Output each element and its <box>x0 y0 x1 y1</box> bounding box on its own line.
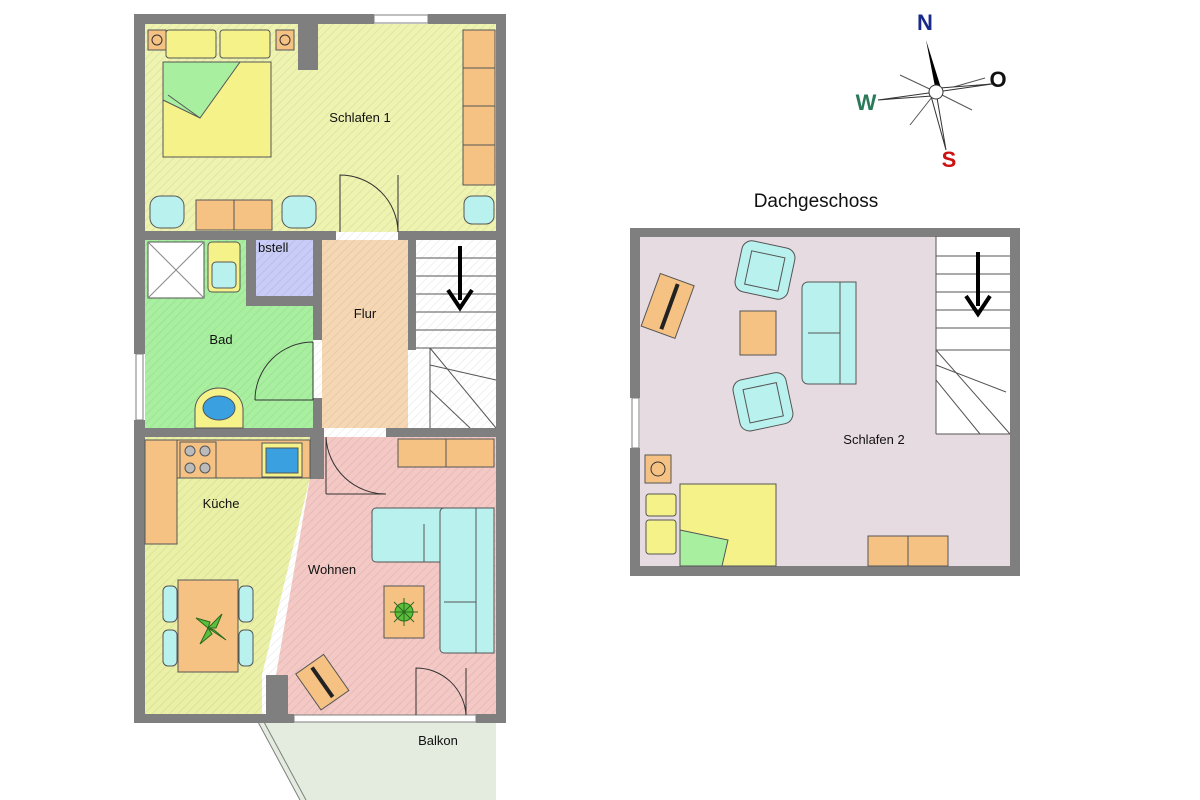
compass-rose-icon: N O S W <box>856 10 1007 172</box>
ground-floor-plan: Schlafen 1 bstell Flur Bad Küche Wohnen … <box>134 14 506 800</box>
windows <box>135 14 477 723</box>
nightstand-right-icon <box>275 29 295 51</box>
attic-plan: Dachgeschoss <box>630 191 1020 576</box>
nightstand-attic-icon <box>644 454 672 484</box>
sofa-attic <box>801 281 857 385</box>
armchair-attic-top-icon <box>734 240 796 300</box>
label-kueche: Küche <box>203 496 240 511</box>
compass-east-label: O <box>989 67 1006 92</box>
stool-bedroom-icon <box>463 195 495 225</box>
coffee-table-attic <box>739 310 777 356</box>
attic-title: Dachgeschoss <box>754 191 879 212</box>
shower-icon <box>147 241 205 299</box>
kitchen-counter-side <box>144 439 178 545</box>
armchair-left-icon <box>149 195 185 229</box>
tv-attic-icon <box>640 272 695 340</box>
toilet-icon <box>207 241 241 293</box>
plant-kitchen-icon <box>195 613 227 645</box>
washbasin-icon <box>194 387 244 429</box>
kitchen-sink-icon <box>261 442 303 478</box>
attic-stairs <box>935 236 1011 435</box>
armchair-right-icon <box>281 195 317 229</box>
label-balkon: Balkon <box>418 733 458 748</box>
bed-attic <box>645 483 777 567</box>
stove-icon <box>179 441 217 479</box>
plant-living-icon <box>390 598 418 626</box>
compass-north-label: N <box>917 10 933 35</box>
label-schlafen-1: Schlafen 1 <box>329 110 390 125</box>
balcony-floor <box>258 722 496 800</box>
label-wohnen: Wohnen <box>308 562 356 577</box>
stairs-down-arrow-icon <box>446 246 474 312</box>
label-flur: Flur <box>354 306 377 321</box>
armchair-attic-bottom-icon <box>732 372 794 432</box>
attic-stair-floor <box>936 236 1010 434</box>
ground-floor-walls <box>134 14 506 723</box>
nightstand-left-icon <box>147 29 167 51</box>
label-abstell: bstell <box>258 240 288 255</box>
compass-west-label: W <box>856 90 877 115</box>
label-schlafen-2: Schlafen 2 <box>843 432 904 447</box>
label-bad: Bad <box>209 332 232 347</box>
attic-walls <box>630 228 1020 576</box>
ground-stairs <box>416 257 497 429</box>
tv-living-icon <box>295 653 350 711</box>
sofa-corner <box>371 507 495 654</box>
doors <box>254 174 467 716</box>
attic-window <box>631 397 640 449</box>
attic-stairs-down-arrow-icon <box>964 252 992 318</box>
compass-south-label: S <box>942 147 957 172</box>
wardrobe-bedroom <box>462 29 496 186</box>
bed-double <box>162 29 272 158</box>
balcony-railing <box>257 721 307 800</box>
